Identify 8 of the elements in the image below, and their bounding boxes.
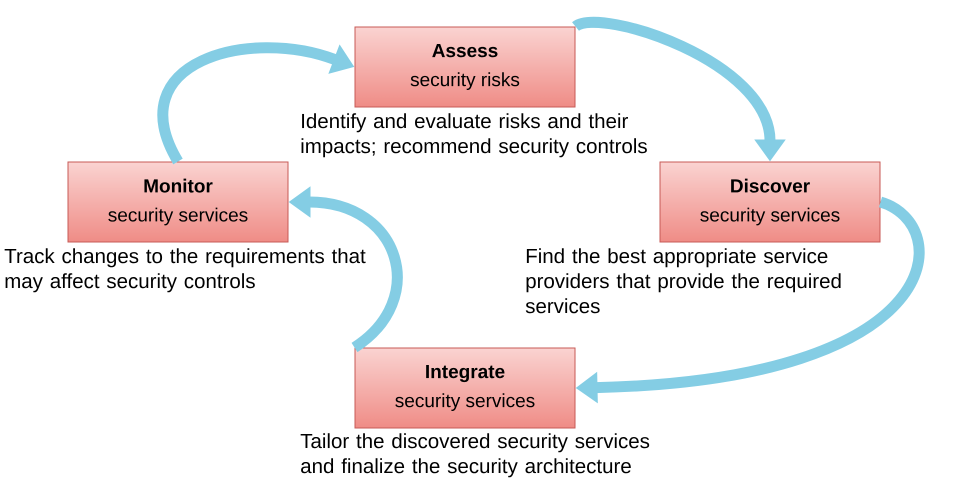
description-text: Identify and evaluate risks and their impacts; recommend security controls [302, 113, 647, 158]
description-text: Find the best appropriate service providers that provide the required services [526, 248, 841, 314]
process-box: Monitor security services [68, 162, 288, 242]
description-text: Track changes to the requirements that may affect security controls [4, 248, 366, 292]
process-box: Integrate security services [354, 348, 576, 428]
process-box: Discover security services [660, 162, 880, 242]
process-box: Assess security risks [354, 26, 576, 108]
description-text: Tailor the discovered security services and finalize the security architecture [300, 433, 650, 478]
